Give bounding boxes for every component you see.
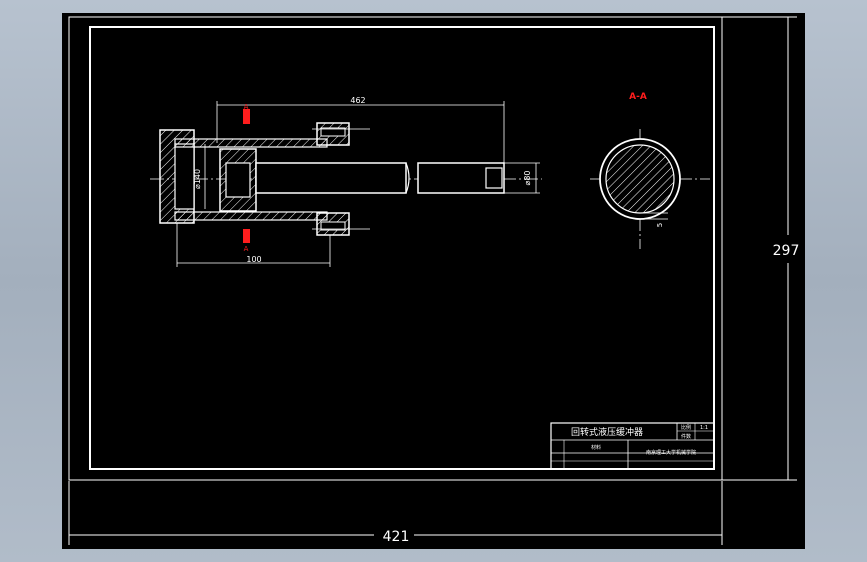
title-block-scale-label: 比例 [681,424,691,431]
section-mark-top-label: A [244,103,249,111]
section-marker-top: A [243,103,250,124]
title-block-scale-value: 1:1 [700,425,708,431]
title-block: 回转式液压缓冲器 比例 1:1 件数 材料 南京理工大学机械学院 [550,422,715,470]
stroke-length-label: 462 [350,96,365,105]
barrel-wall-top [174,138,328,148]
rod-diameter-label: ⌀80 [523,171,532,186]
section-mark-bottom-label: A [244,245,249,253]
drawing-frame [89,26,715,470]
title-block-title: 回转式液压缓冲器 [571,426,643,438]
flange-length-label: 100 [246,255,261,264]
title-block-qty-label: 件数 [681,433,691,440]
section-view-label: A-A [629,92,647,102]
cylinder-section-view: 462 ⌀140 ⌀80 100 [150,96,542,267]
overall-height-label: 297 [773,243,800,259]
piston-rod [255,162,407,194]
title-block-material-label: 材料 [591,444,601,451]
overall-width-dimension: 421 [68,481,723,545]
section-marker-bottom: A [243,229,250,253]
cad-viewport[interactable]: 421 297 462 [62,13,805,549]
barrel-wall-bottom [174,211,328,221]
overall-height-dimension: 297 [722,16,800,481]
title-block-company: 南京理工大学机械学院 [646,449,696,456]
section-a-a-view: A-A 5 [590,92,710,249]
bore-diameter-label: ⌀140 [193,169,202,189]
groove-depth-label: 5 [656,223,664,227]
section-rod-circle [605,144,675,214]
sheet-outer-border [68,16,723,481]
overall-width-label: 421 [383,529,410,545]
drawing-canvas: 421 297 462 [68,16,800,545]
